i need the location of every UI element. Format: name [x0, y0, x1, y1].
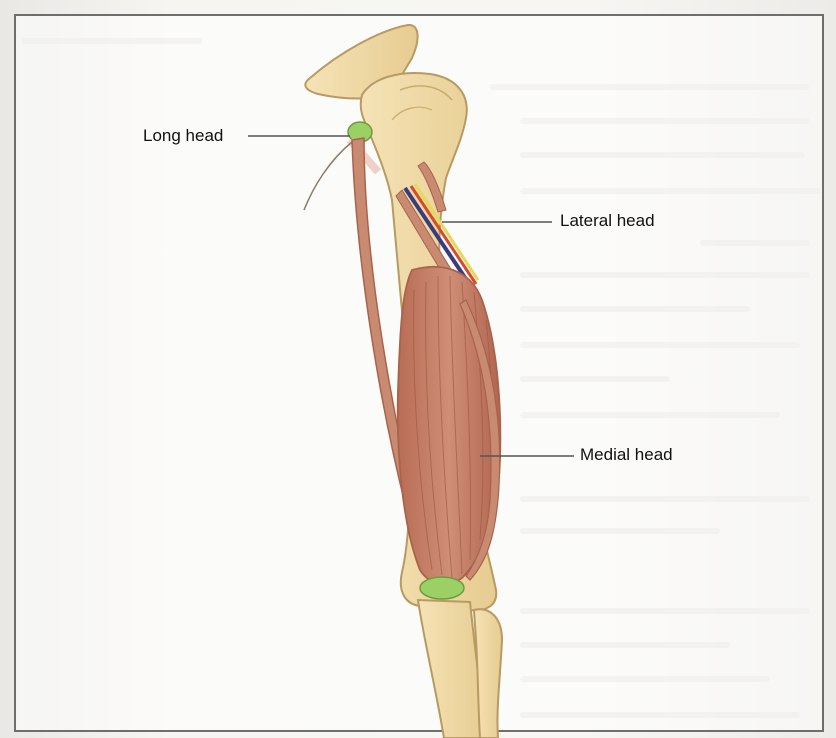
medial-head-label: Medial head — [580, 445, 673, 465]
lateral-head-label: Lateral head — [560, 211, 655, 231]
long-head-label: Long head — [143, 126, 223, 146]
nerve-line — [304, 142, 352, 210]
olecranon-insertion-tendon — [420, 577, 464, 599]
radius-bone — [474, 609, 502, 738]
